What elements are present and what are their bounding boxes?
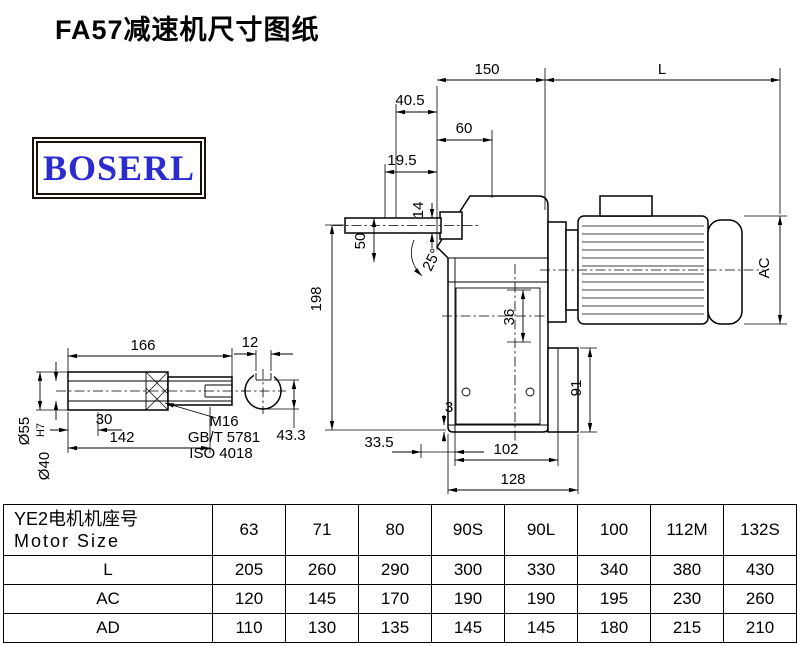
- dim-166: 166: [130, 337, 155, 354]
- dim-60: 60: [456, 120, 473, 137]
- dim-30: 30: [96, 411, 113, 428]
- table-cell: 290: [358, 555, 432, 585]
- table-col-132S: 132S: [723, 504, 797, 556]
- thread-iso-standard: ISO 4018: [189, 445, 252, 462]
- table-cell: 190: [431, 584, 505, 614]
- table-cell: 260: [723, 584, 797, 614]
- table-cell: 195: [577, 584, 651, 614]
- dim-3: 3: [445, 399, 453, 416]
- table-cell: 145: [285, 584, 359, 614]
- table-row-label-AC: AC: [3, 584, 213, 614]
- top-dimensions: 150 L 40.5 60 19.5: [384, 61, 781, 250]
- output-bracket: [547, 347, 579, 433]
- table-cell: 340: [577, 555, 651, 585]
- table-row-label-AD: AD: [3, 613, 213, 643]
- shaft-detail: 166 30 142: [16, 337, 260, 480]
- table-col-90S: 90S: [431, 504, 505, 556]
- dim-102: 102: [493, 441, 518, 458]
- table-cell: 170: [358, 584, 432, 614]
- table-cell: 135: [358, 613, 432, 643]
- fan-cover: [707, 219, 743, 325]
- dim-50: 50: [352, 233, 369, 250]
- table-cell: 130: [285, 613, 359, 643]
- table-cell: 380: [650, 555, 724, 585]
- dim-dia55: Ø55: [16, 417, 33, 445]
- dim-150: 150: [474, 61, 499, 78]
- dim-128: 128: [500, 471, 525, 488]
- input-shaft: [333, 211, 480, 240]
- dim-33-5: 33.5: [364, 434, 393, 451]
- table-cell: 210: [723, 613, 797, 643]
- table-cell: 190: [504, 584, 578, 614]
- table-col-63: 63: [212, 504, 286, 556]
- table-cell: 110: [212, 613, 286, 643]
- technical-drawing: 150 L 40.5 60 19.5 14 50 198 25°: [16, 61, 787, 494]
- table-cell: 215: [650, 613, 724, 643]
- motor-flange: [547, 221, 567, 323]
- table-cell: 230: [650, 584, 724, 614]
- dim-AC: AC: [756, 257, 773, 278]
- table-cell: 430: [723, 555, 797, 585]
- dim-dia40-tolerance: H7: [35, 423, 47, 437]
- thread-standard: GB/T 5781: [188, 429, 260, 446]
- table-col-71: 71: [285, 504, 359, 556]
- table-cell: 205: [212, 555, 286, 585]
- dim-36: 36: [501, 309, 518, 326]
- dim-12: 12: [242, 334, 259, 351]
- bolt-hole: [461, 387, 471, 397]
- gearbox-housing: [436, 195, 579, 446]
- thread-spec: M16: [209, 413, 238, 430]
- table-col-112M: 112M: [650, 504, 724, 556]
- table-cell: 180: [577, 613, 651, 643]
- table-cell: 300: [431, 555, 505, 585]
- table-cell: 145: [504, 613, 578, 643]
- table-col-80: 80: [358, 504, 432, 556]
- dim-dia40h7: Ø40 H7: [35, 423, 53, 480]
- dim-142: 142: [109, 429, 134, 446]
- table-cell: 120: [212, 584, 286, 614]
- brand-logo-text: BOSERL: [42, 148, 196, 188]
- page-title: FA57减速机尺寸图纸: [55, 15, 320, 45]
- left-dimensions: 14 50 198 25°: [308, 202, 446, 431]
- table-cell: 260: [285, 555, 359, 585]
- dim-dia40: Ø40: [36, 452, 53, 480]
- dim-14: 14: [410, 202, 427, 219]
- dim-198: 198: [308, 286, 325, 311]
- dim-91: 91: [568, 380, 585, 397]
- bottom-dimensions: 3 33.5 102 128: [364, 399, 579, 494]
- dim-L: L: [658, 61, 666, 78]
- dim-19-5: 19.5: [387, 152, 416, 169]
- terminal-box: [599, 195, 653, 217]
- bolt-hole: [525, 387, 535, 397]
- table-col-100: 100: [577, 504, 651, 556]
- dim-40-5: 40.5: [395, 92, 424, 109]
- motor-fins: [582, 225, 704, 315]
- shaft-cross-section: 12 43.3: [234, 334, 306, 444]
- motor: [540, 195, 764, 325]
- table-cell: 145: [431, 613, 505, 643]
- housing-outline: [436, 195, 549, 433]
- right-dimensions: 36 91 AC: [501, 215, 787, 433]
- table-cell: 330: [504, 555, 578, 585]
- brand-logo: BOSERL: [32, 137, 206, 199]
- dim-43-3: 43.3: [276, 427, 305, 444]
- table-row-label-L: L: [3, 555, 213, 585]
- table-col-90L: 90L: [504, 504, 578, 556]
